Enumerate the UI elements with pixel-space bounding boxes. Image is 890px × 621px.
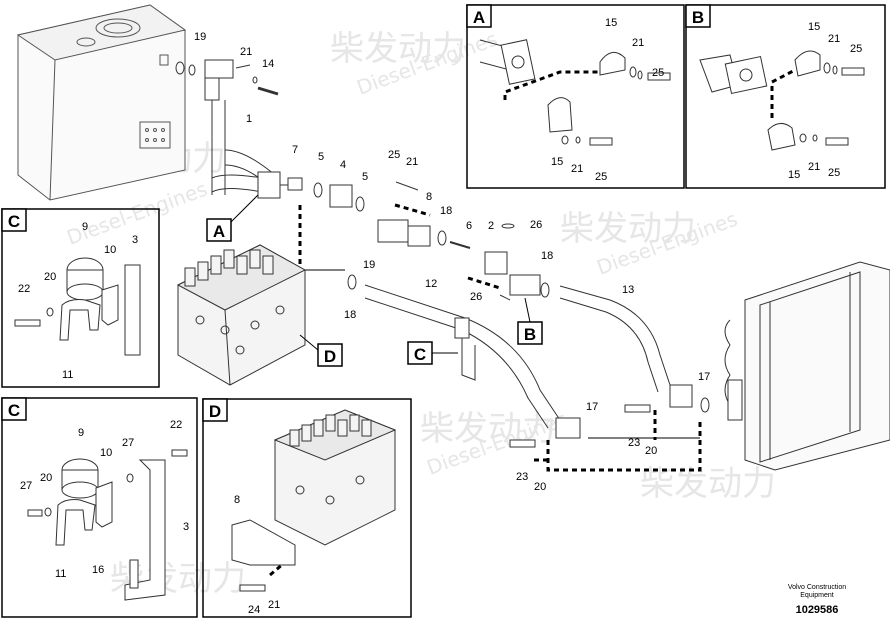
panel-D: D 8 24 21 [202,398,412,618]
panel-C-lower: C 9 10 27 22 20 27 3 11 16 [1,397,198,618]
panel-A: A 15 21 25 15 21 25 [466,4,685,189]
part-number: 15 [788,169,800,181]
part-number: 10 [104,244,116,256]
oil-cooler [724,261,890,471]
part-number: 15 [808,21,820,33]
part-number: 21 [406,156,418,168]
part-number: 22 [170,419,182,431]
part-number: 11 [62,369,73,381]
part-number: 2 [488,220,494,232]
part-number: 18 [440,205,452,217]
part-number: 20 [645,445,657,457]
part-number: 6 [466,220,472,232]
callout-C: C [407,341,458,365]
part-number: 24 [248,604,260,616]
part-number: 21 [808,161,820,173]
part-number: 19 [194,31,206,43]
panel-C-upper: C 9 10 3 20 22 11 [1,208,160,388]
control-valve-main [176,244,307,386]
panel-D-label: D [209,402,221,421]
part-number: 26 [470,291,482,303]
part-number: 25 [388,149,400,161]
part-number: 23 [516,471,528,483]
part-number: 5 [318,151,324,163]
part-number: 20 [44,271,56,283]
part-number: 3 [183,521,189,533]
part-number: 7 [292,144,298,156]
dashed-leaders [269,203,702,577]
part-number: 9 [78,427,84,439]
part-number: 25 [652,67,664,79]
panel-A-label: A [473,8,485,27]
panel-B-label: B [692,8,704,27]
part-number: 21 [268,599,280,611]
flange-assembly-8 [377,181,508,275]
part-number: 20 [40,472,52,484]
panel-B: B 15 21 25 15 21 25 [685,4,886,189]
panel-C-lower-label: C [8,401,20,420]
part-number: 26 [530,219,542,231]
part-number: 19 [363,259,375,271]
pipe-12 [347,274,581,439]
part-number: 13 [622,284,634,296]
part-number: 21 [571,163,583,175]
part-number: 11 [55,568,66,580]
part-number: 15 [605,17,617,29]
part-number: 1 [246,113,252,125]
callout-A-letter: A [213,222,225,241]
watermark-cn: 柴发动力 [330,29,466,69]
callout-D: D [299,334,343,367]
part-numbers-main: 19 21 14 1 7 5 4 5 25 21 8 18 6 2 26 18 … [194,31,710,493]
hydraulic-tank [16,4,187,201]
callout-B-letter: B [524,325,536,344]
panel-C-upper-label: C [8,212,20,231]
part-number: 20 [534,481,546,493]
callout-D-letter: D [324,347,336,366]
part-number: 12 [425,278,437,290]
part-number: 8 [426,191,432,203]
part-number: 17 [698,371,710,383]
footer-company-line2: Equipment [800,592,834,599]
part-number: 27 [122,437,134,449]
watermark-cn: 柴发动力 [640,464,776,504]
drawing-number: 1029586 [796,604,839,616]
part-number: 8 [234,494,240,506]
fitting-2-assembly [499,223,541,301]
part-number: 25 [850,43,862,55]
part-number: 3 [132,234,138,246]
pipe-13 [540,282,710,413]
part-number: 18 [344,309,356,321]
part-number: 21 [240,46,252,58]
thin-leaders [300,269,700,439]
part-number: 25 [595,171,607,183]
part-number: 22 [18,283,30,295]
drawing-footer: Volvo Construction Equipment 1029586 [788,584,846,616]
part-number: 10 [100,447,112,459]
callout-C-letter: C [414,345,426,364]
part-number: 4 [340,159,346,171]
callout-B: B [517,297,543,345]
part-number: 21 [632,37,644,49]
bolts-lower [509,404,651,448]
callout-A: A [206,194,259,242]
part-number: 16 [92,564,104,576]
part-number: 21 [828,33,840,45]
part-number: 5 [362,171,368,183]
part-number: 18 [541,250,553,262]
watermark-cn: 柴发动力 [560,209,696,249]
part-number: 17 [586,401,598,413]
part-number: 14 [262,58,274,70]
part-number: 25 [828,167,840,179]
part-number: 15 [551,156,563,168]
part-number: 23 [628,437,640,449]
part-number: 27 [20,480,32,492]
tank-outlet-assembly [175,59,365,212]
part-number: 9 [82,221,88,233]
footer-company: Volvo Construction [788,584,846,591]
